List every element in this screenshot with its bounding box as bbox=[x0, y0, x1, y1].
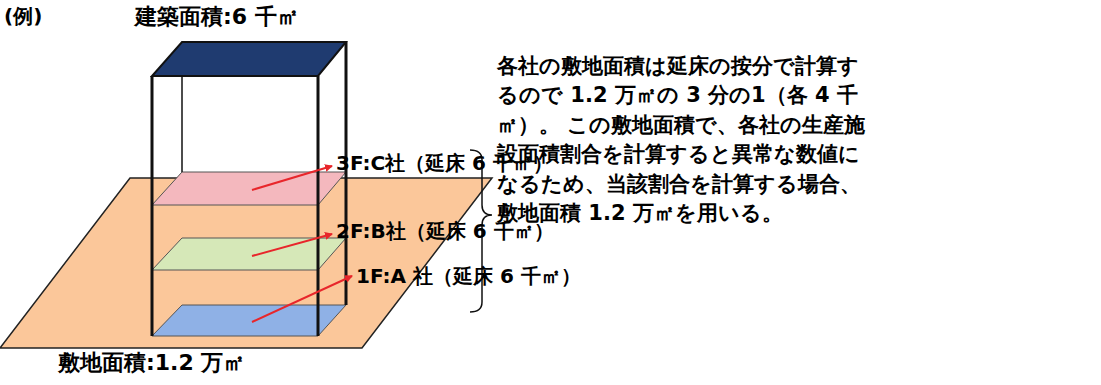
note-text: 各社の敷地面積は延床の按分で計算するので 1.2 万㎡の 3 分の1（各 4 千… bbox=[497, 52, 867, 228]
building-area: 建築面積:6 千㎡ bbox=[135, 2, 299, 33]
roof bbox=[152, 42, 346, 76]
example-mark: (例) bbox=[4, 2, 42, 30]
leader-arrow bbox=[252, 166, 352, 322]
floor-label: 1F:A 社（延床 6 千㎡） bbox=[356, 262, 581, 290]
site-area: 敷地面積:1.2 万㎡ bbox=[58, 348, 245, 379]
